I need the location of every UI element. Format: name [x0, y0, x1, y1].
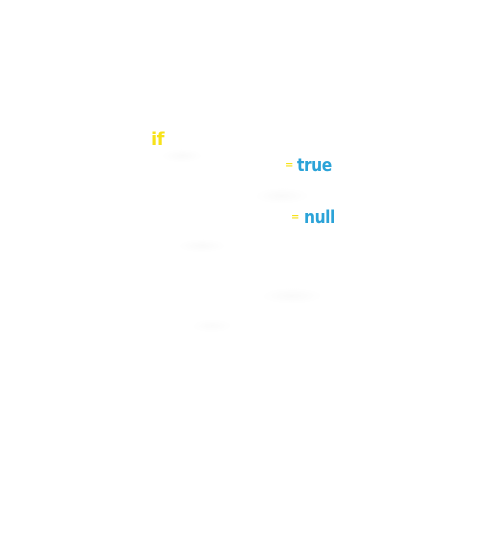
equals-operator: =: [291, 212, 300, 223]
equals-operator: =: [285, 160, 294, 171]
if-keyword: if: [151, 129, 165, 150]
null-literal: null: [304, 207, 335, 228]
code-snippet-area: [142, 116, 344, 352]
true-literal: true: [297, 155, 332, 176]
